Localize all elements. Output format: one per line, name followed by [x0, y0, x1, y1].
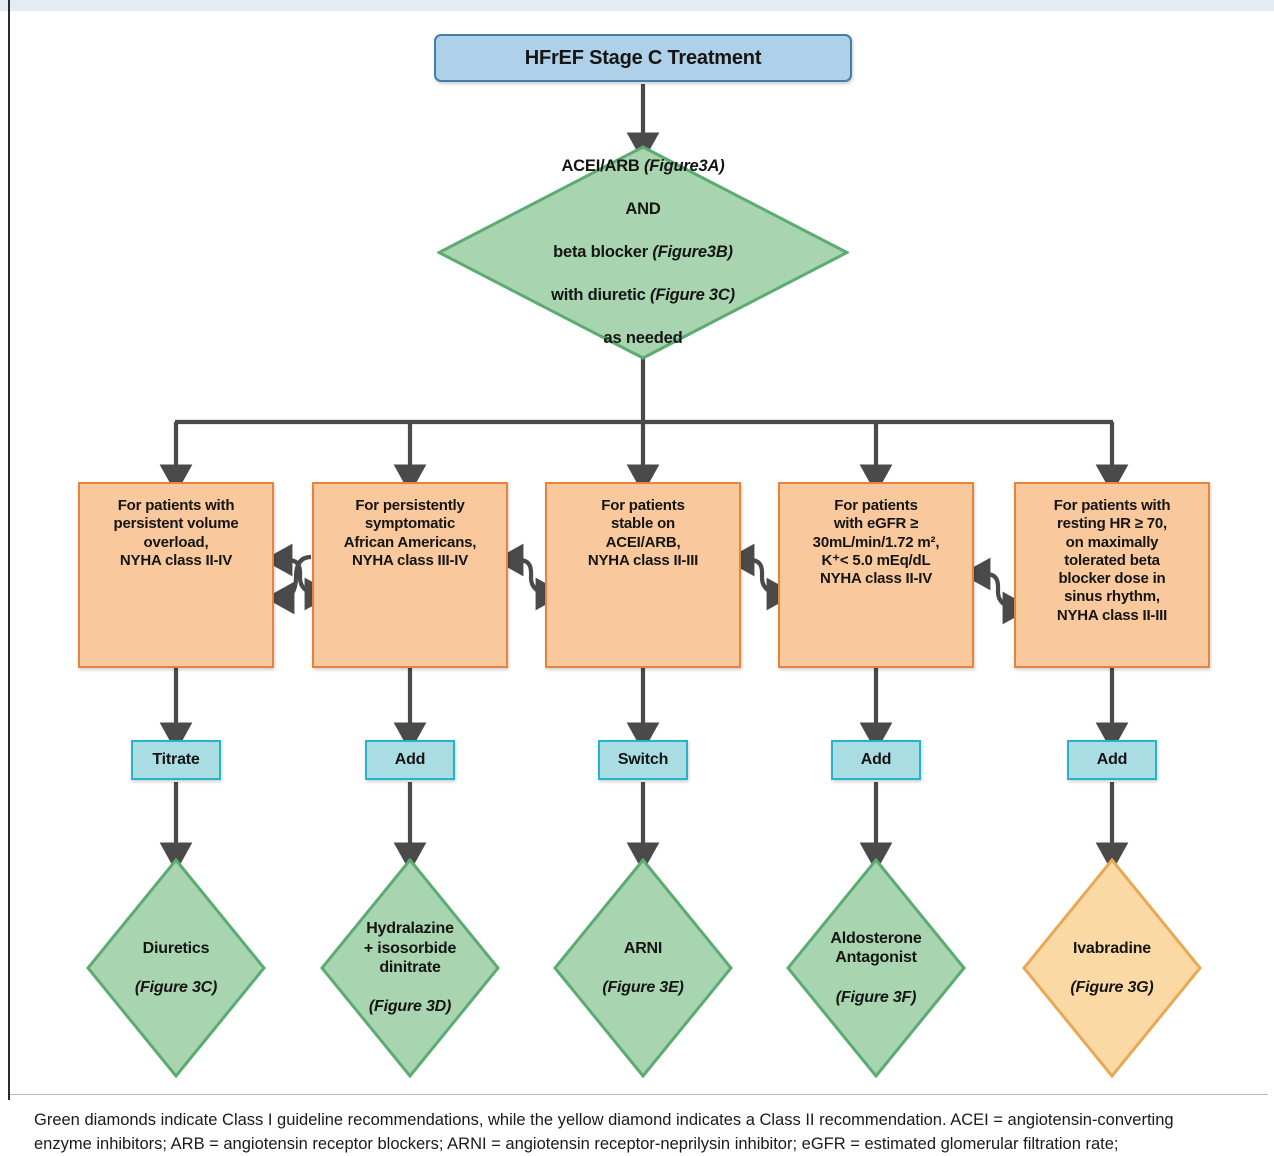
therapy-figure: (Figure 3F)	[835, 988, 917, 1006]
therapy-diamond-ivabradine: Ivabradine (Figure 3G)	[1022, 858, 1202, 1078]
action-box-switch-arni: Switch	[598, 740, 688, 780]
diamond-shape	[786, 858, 966, 1078]
figure-caption: Green diamonds indicate Class I guidelin…	[10, 1094, 1268, 1156]
page-top-band	[0, 0, 1274, 11]
therapy-diamond-aldosterone-antagonist: Aldosterone Antagonist (Figure 3F)	[786, 858, 966, 1078]
page-title-box: HFrEF Stage C Treatment	[434, 34, 852, 82]
therapy-figure: (Figure 3G)	[1070, 978, 1154, 996]
decision-line2: AND	[625, 199, 661, 218]
flowchart-canvas: HFrEF Stage C Treatment ACEI/ARB (Figure…	[78, 34, 1210, 1078]
decision-line5: as needed	[603, 328, 683, 347]
criteria-box-text: For patients with resting HR ≥ 70, on ma…	[1053, 497, 1171, 624]
page-title: HFrEF Stage C Treatment	[524, 46, 762, 69]
action-box-label: Add	[860, 751, 892, 769]
therapy-diamond-label: Aldosterone Antagonist (Figure 3F)	[793, 909, 959, 1026]
therapy-figure: (Figure 3D)	[368, 998, 452, 1016]
criteria-box-resting-hr: For patients with resting HR ≥ 70, on ma…	[1014, 482, 1210, 668]
therapy-diamond-hydralazine-isosorbide: Hydralazine + isosorbide dinitrate (Figu…	[320, 858, 500, 1078]
criteria-box-text: For persistently symptomatic African Ame…	[343, 497, 477, 569]
decision-diamond-initial-therapy: ACEI/ARB (Figure3A) AND beta blocker (Fi…	[437, 145, 849, 360]
action-box-label: Switch	[617, 751, 669, 769]
action-box-add-aldosterone: Add	[831, 740, 921, 780]
therapy-name: Hydralazine + isosorbide dinitrate	[363, 920, 457, 977]
therapy-diamond-label: ARNI (Figure 3E)	[578, 919, 708, 1017]
criteria-box-text: For patients with persistent volume over…	[113, 497, 239, 569]
criteria-box-text: For patients with eGFR ≥ 30mL/min/1.72 m…	[812, 497, 940, 588]
caption-line-1: Green diamonds indicate Class I guidelin…	[34, 1111, 1174, 1129]
decision-line1a: ACEI/ARB	[561, 157, 645, 176]
therapy-diamond-label: Ivabradine (Figure 3G)	[1029, 919, 1195, 1017]
therapy-name: Ivabradine	[1072, 939, 1152, 957]
criteria-box-african-americans: For persistently symptomatic African Ame…	[312, 482, 508, 668]
action-box-label: Titrate	[152, 751, 200, 769]
criteria-box-stable-on-acei-arb: For patients stable on ACEI/ARB, NYHA cl…	[545, 482, 741, 668]
diamond-shape	[320, 858, 500, 1078]
decision-line4a: with diuretic	[551, 285, 651, 304]
therapy-name: Aldosterone Antagonist	[830, 929, 922, 967]
decision-diamond-label: ACEI/ARB (Figure3A) AND beta blocker (Fi…	[495, 135, 792, 371]
action-box-titrate: Titrate	[131, 740, 221, 780]
diamond-shape	[86, 858, 266, 1078]
therapy-name: ARNI	[623, 939, 663, 957]
action-box-label: Add	[1096, 751, 1128, 769]
action-box-add-ivabradine: Add	[1067, 740, 1157, 780]
diamond-shape	[1022, 858, 1202, 1078]
action-box-label: Add	[394, 751, 426, 769]
decision-line4b: (Figure 3C)	[650, 285, 735, 304]
page-left-rule	[8, 0, 10, 1100]
therapy-diamond-arni: ARNI (Figure 3E)	[553, 858, 733, 1078]
criteria-box-volume-overload: For patients with persistent volume over…	[78, 482, 274, 668]
action-box-add-hydralazine: Add	[365, 740, 455, 780]
therapy-diamond-label: Diuretics (Figure 3C)	[111, 919, 241, 1017]
therapy-figure: (Figure 3E)	[602, 978, 684, 996]
decision-line3b: (Figure3B)	[652, 242, 733, 261]
decision-line1b: (Figure3A)	[644, 157, 725, 176]
diamond-shape	[437, 145, 849, 360]
therapy-diamond-label: Hydralazine + isosorbide dinitrate (Figu…	[325, 900, 494, 1037]
decision-line3a: beta blocker	[553, 242, 653, 261]
criteria-box-text: For patients stable on ACEI/ARB, NYHA cl…	[587, 497, 699, 569]
diamond-shape	[553, 858, 733, 1078]
therapy-name: Diuretics	[142, 939, 210, 957]
therapy-figure: (Figure 3C)	[134, 978, 218, 996]
criteria-box-egfr-potassium: For patients with eGFR ≥ 30mL/min/1.72 m…	[778, 482, 974, 668]
therapy-diamond-diuretics: Diuretics (Figure 3C)	[86, 858, 266, 1078]
caption-line-2: enzyme inhibitors; ARB = angiotensin rec…	[34, 1134, 1119, 1153]
